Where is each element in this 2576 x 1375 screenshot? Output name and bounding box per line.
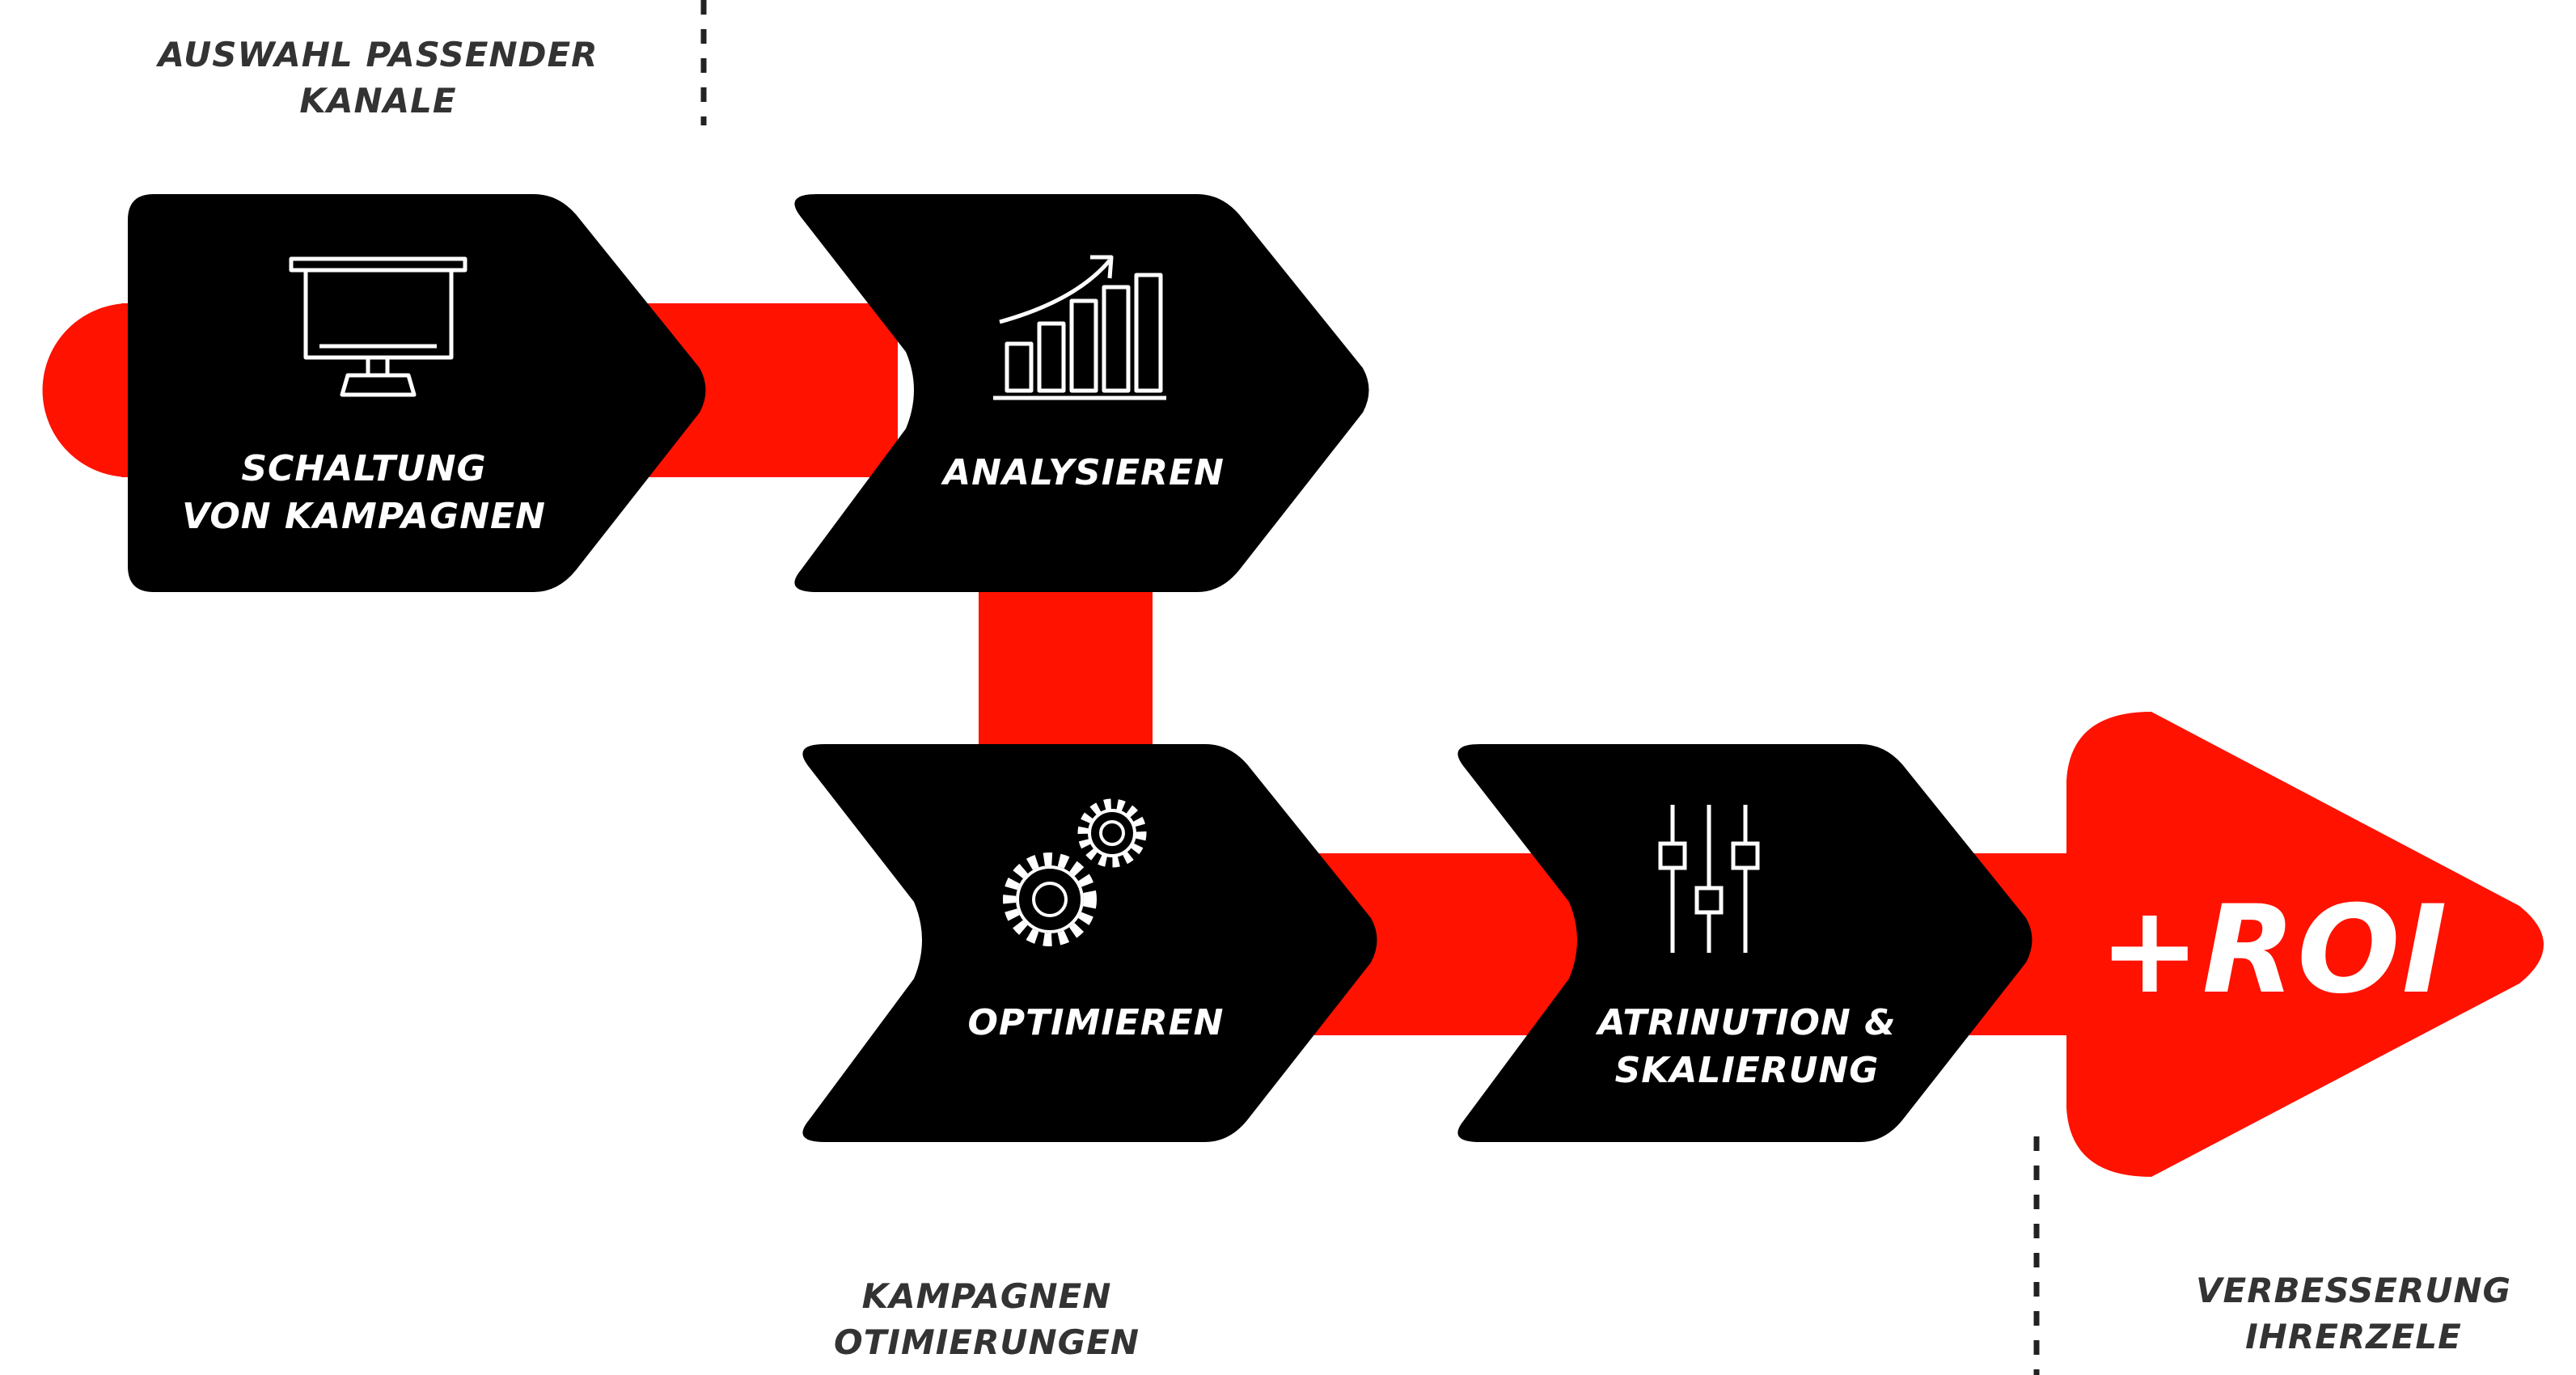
goal-improvement-label: VERBESSERUNG IHRERZELE — [2184, 1268, 2523, 1360]
chevron-card-optimieren — [802, 744, 1377, 1142]
campaign-optimization-label-line1: KAMPAGNEN — [861, 1276, 1112, 1316]
campaign-optimization-label-line2: OTIMIERUNGEN — [833, 1322, 1140, 1362]
step-label-skalierung: ATRINUTION & SKALIERUNG — [1521, 999, 1973, 1095]
campaign-optimization-label: KAMPAGNEN OTIMIERUNGEN — [720, 1274, 1254, 1365]
step-label-skalierung-line2: SKALIERUNG — [1614, 1050, 1880, 1092]
step-label-skalierung-line1: ATRINUTION & — [1597, 1002, 1897, 1043]
step-label-schaltung: SCHALTUNG VON KAMPAGNEN — [137, 445, 590, 541]
step-label-schaltung-line1: SCHALTUNG — [241, 448, 487, 489]
flow-start-cap — [42, 303, 129, 477]
chevron-cards — [128, 194, 2032, 1142]
channel-selection-label: AUSWAHL PASSENDER KANALE — [121, 32, 635, 124]
step-label-optimieren: OPTIMIEREN — [869, 999, 1322, 1047]
step-label-optimieren-line1: OPTIMIEREN — [967, 1002, 1225, 1043]
chevron-card-schaltung — [128, 194, 706, 592]
sliders-icon — [1658, 805, 1760, 953]
step-label-analysieren-line1: ANALYSIEREN — [943, 452, 1225, 493]
goal-improvement-label-line1: VERBESSERUNG — [2196, 1271, 2511, 1310]
roi-arrow-head — [2066, 712, 2544, 1177]
step-label-analysieren: ANALYSIEREN — [857, 449, 1310, 497]
presentation-screen-icon — [289, 256, 467, 397]
flow-segment-2 — [979, 558, 1153, 776]
roi-label: +ROI — [2099, 880, 2449, 1021]
step-label-schaltung-line2: VON KAMPAGNEN — [182, 496, 546, 538]
goal-improvement-label-line2: IHRERZELE — [2245, 1316, 2462, 1356]
channel-selection-label-line2: KANALE — [299, 80, 457, 121]
gears-icon — [1003, 798, 1147, 946]
bar-chart-growth-icon — [993, 255, 1166, 400]
channel-selection-label-line1: AUSWAHL PASSENDER — [158, 35, 599, 74]
chevron-card-analysieren — [794, 194, 1369, 592]
